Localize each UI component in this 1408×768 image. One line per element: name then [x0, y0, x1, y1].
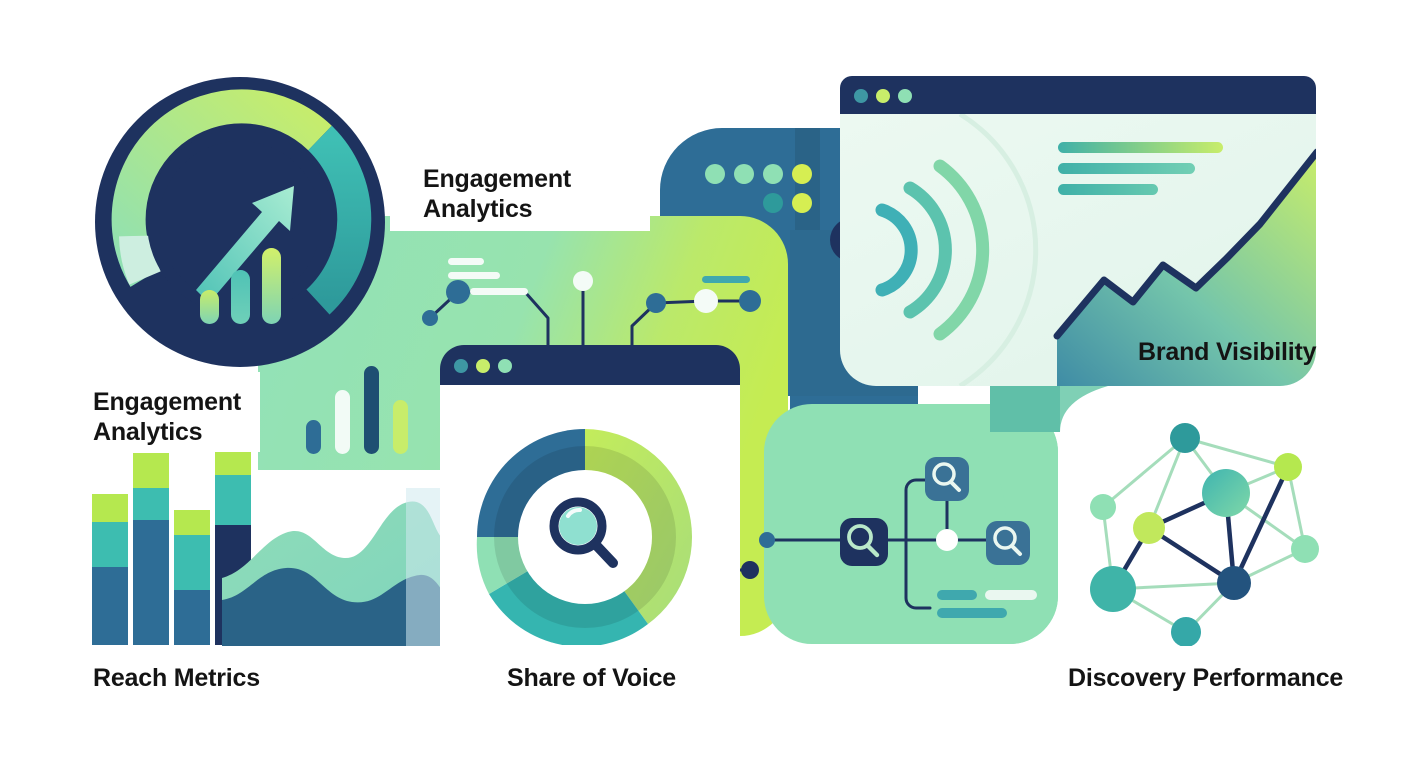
- circuit-text-bar-2: [448, 272, 500, 279]
- bar-4-middle: [215, 475, 251, 525]
- top-mask: [0, 0, 1408, 42]
- engagement-circuit-diagram: [422, 258, 761, 362]
- growth-arrow: [196, 186, 294, 303]
- search-icon-left[interactable]: [840, 518, 888, 566]
- badge-bar-2: [231, 270, 250, 324]
- brand-window-titlebar: [840, 76, 1316, 114]
- bar-1-top: [92, 494, 128, 522]
- dot-r1c4: [792, 164, 812, 184]
- reach-metrics-wave-area: [222, 488, 440, 646]
- dot-r1c2: [734, 164, 754, 184]
- cluster-bar-3: [937, 608, 1007, 618]
- circuit-node-3: [573, 271, 593, 291]
- dot-r2c1: [763, 193, 783, 213]
- circuit-text-bar-3: [702, 276, 750, 283]
- mini-bar-4: [393, 400, 408, 454]
- mint-panel-upper-right: [990, 386, 1108, 432]
- label-engagement-analytics-top: Engagement Analytics: [423, 165, 572, 223]
- brand-visibility-browser-window[interactable]: [840, 76, 1317, 390]
- status-dot-matrix: [705, 164, 812, 213]
- label-reach-metrics: Reach Metrics: [93, 664, 260, 692]
- network-node-2: [1274, 453, 1302, 481]
- badge-bar-1: [200, 290, 219, 324]
- cluster-bar-1: [937, 590, 977, 600]
- circuit-connector-bar: [470, 288, 528, 295]
- junction-node: [936, 529, 958, 551]
- label-discovery-performance: Discovery Performance: [1068, 664, 1344, 692]
- engagement-analytics-badge: [95, 77, 385, 367]
- dot-r2c2: [792, 193, 812, 213]
- circuit-node-5: [694, 289, 718, 313]
- lime-node-2: [741, 561, 759, 579]
- cluster-bar-2: [985, 590, 1037, 600]
- network-node-5: [1133, 512, 1165, 544]
- window-dot-lime: [876, 89, 890, 103]
- label-engagement-analytics-left: Engagement Analytics: [93, 388, 242, 446]
- bar-1-middle: [92, 522, 128, 567]
- network-node-6: [1291, 535, 1319, 563]
- brand-text-line-3: [1058, 184, 1158, 195]
- label-backdrop-left: [70, 372, 260, 452]
- left-mask: [0, 0, 34, 768]
- mini-bar-2: [335, 390, 350, 454]
- mini-bar-cluster: [306, 366, 408, 454]
- window-dot-mint: [498, 359, 512, 373]
- mini-bar-1: [306, 420, 321, 454]
- network-node-3: [1202, 469, 1250, 517]
- search-icon-right[interactable]: [986, 521, 1030, 565]
- window-dot-lime: [476, 359, 490, 373]
- wave-lower: [222, 567, 440, 646]
- discovery-search-node-cluster: [840, 457, 1037, 618]
- brand-trend-line: [1053, 148, 1316, 340]
- bar-1-base: [92, 567, 128, 645]
- brand-text-line-1: [1058, 142, 1223, 153]
- bar-3-top: [174, 510, 210, 535]
- network-node-9: [1171, 617, 1201, 647]
- window-dot-teal: [854, 89, 868, 103]
- mint-discovery-panel: [764, 404, 1058, 644]
- badge-bar-3: [262, 248, 281, 324]
- window-dot-teal: [454, 359, 468, 373]
- circuit-node-1: [422, 310, 438, 326]
- lime-node-1: [759, 532, 775, 548]
- signal-arc-faint: [958, 114, 1039, 386]
- network-node-1: [1170, 423, 1200, 453]
- dot-r1c3: [763, 164, 783, 184]
- wave-overlay-column: [406, 488, 440, 646]
- circuit-text-bar-1: [448, 258, 484, 265]
- circuit-node-6: [739, 290, 761, 312]
- window-dot-mint: [898, 89, 912, 103]
- bar-3-middle: [174, 535, 210, 590]
- label-backdrop-top: [390, 145, 650, 231]
- circuit-node-4: [646, 293, 666, 313]
- bar-2-middle: [133, 488, 169, 520]
- bottom-mask: [0, 646, 1408, 768]
- bar-2-top: [133, 453, 169, 488]
- label-brand-visibility: Brand Visibility: [1138, 338, 1317, 366]
- share-of-voice-donut: [476, 429, 693, 645]
- search-icon: [549, 497, 618, 568]
- bar-3-base: [174, 590, 210, 645]
- share-window-titlebar: [440, 345, 740, 385]
- mini-bar-3: [364, 366, 379, 454]
- brand-area-fill: [1057, 152, 1316, 386]
- circuit-node-2: [446, 280, 470, 304]
- discovery-network-graph: [1090, 423, 1319, 647]
- search-icon-top[interactable]: [925, 457, 969, 501]
- network-node-7: [1090, 566, 1136, 612]
- label-share-of-voice: Share of Voice: [507, 664, 677, 692]
- dot-r1c1: [705, 164, 725, 184]
- brand-text-line-2: [1058, 163, 1195, 174]
- signal-icon: [875, 159, 990, 341]
- reach-metrics-stacked-bars: [92, 443, 251, 645]
- network-node-8: [1217, 566, 1251, 600]
- network-node-4: [1090, 494, 1116, 520]
- bar-2-base: [133, 520, 169, 645]
- right-mask: [1374, 0, 1408, 768]
